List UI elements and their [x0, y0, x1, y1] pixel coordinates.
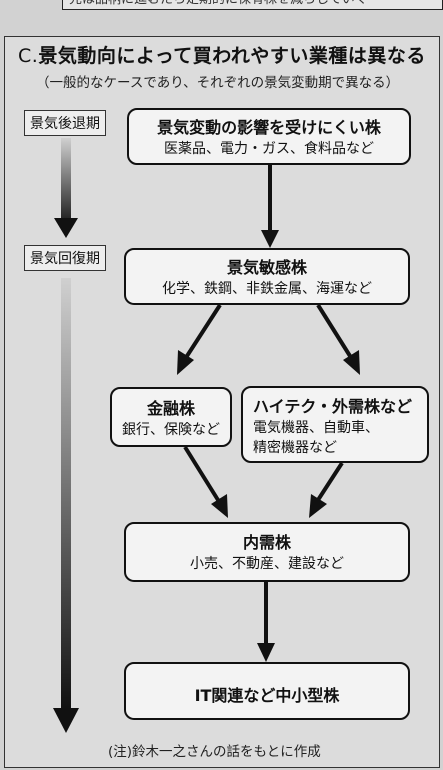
source-footnote: (注)鈴木一之さんの話をもとに作成 [108, 744, 321, 760]
diagram-title: C.景気動向によって買われやすい業種は異なる [18, 41, 426, 68]
phase-label-recovery: 景気回復期 [24, 245, 106, 271]
title-prefix: C. [18, 45, 39, 67]
hightech-examples-line1: 電気機器、自動車、 [253, 420, 379, 436]
phase-label-late: 景気後退期 [24, 110, 106, 136]
defensive-examples: 医薬品、電力・ガス、食料品など [164, 141, 374, 157]
box-cyclical-stocks: 景気敏感株 化学、鉄鋼、非鉄金属、海運など [124, 248, 410, 305]
hightech-heading: ハイテク・外需株など [253, 397, 413, 416]
hightech-examples-line2: 精密機器など [253, 440, 337, 456]
box-defensive-stocks: 景気変動の影響を受けにくい株 医薬品、電力・ガス、食料品など [127, 108, 411, 165]
diagram-subtitle: （一般的なケースであり、それぞれの景気変動期で異なる） [36, 75, 400, 91]
financial-heading: 金融株 [146, 399, 195, 418]
it-heading: IT関連など中小型株 [194, 686, 340, 705]
domestic-examples: 小売、不動産、建設など [190, 556, 344, 572]
box-financial-stocks: 金融株 銀行、保険など [110, 387, 232, 447]
title-text: 景気動向によって買われやすい業種は異なる [38, 45, 426, 67]
arrow-hightech-to-domestic [316, 461, 344, 502]
box-it-small-mid-cap: IT関連など中小型株 [124, 662, 410, 720]
arrow-cyclical-to-hightech [316, 303, 352, 358]
phase-arrow-shaft-late [61, 138, 71, 220]
cyclical-examples: 化学、鉄鋼、非鉄金属、海運など [162, 281, 372, 297]
phase-arrow-head-late [54, 218, 78, 238]
defensive-heading: 景気変動の影響を受けにくい株 [157, 118, 381, 137]
box-domestic-demand-stocks: 内需株 小売、不動産、建設など [124, 522, 410, 582]
phase-arrow-shaft-recovery [61, 278, 71, 710]
phase-arrow-head-recovery [53, 708, 79, 733]
financial-examples: 銀行、保険など [122, 422, 220, 438]
arrow-financial-to-domestic [183, 445, 220, 502]
cyclical-heading: 景気敏感株 [226, 258, 307, 277]
box-hightech-export-stocks: ハイテク・外需株など 電気機器、自動車、 精密機器など [241, 386, 429, 463]
arrow-cyclical-to-financial [185, 303, 222, 358]
domestic-heading: 内需株 [242, 533, 291, 552]
